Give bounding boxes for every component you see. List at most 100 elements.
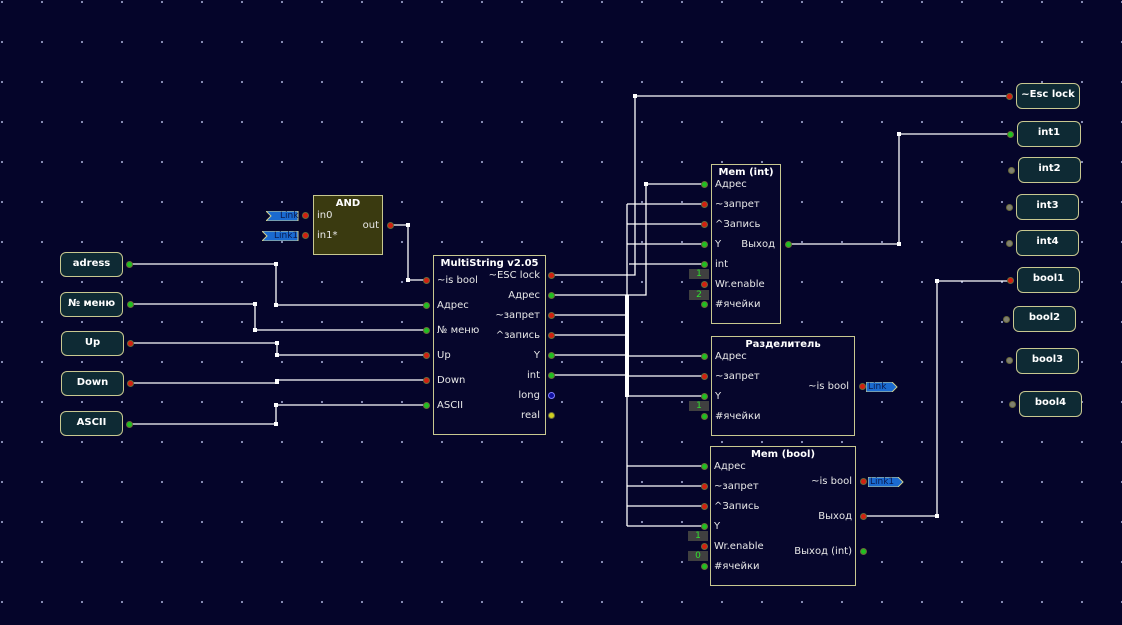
link-label: Link1 bbox=[274, 231, 299, 241]
wire bbox=[392, 224, 426, 281]
pin-terminal[interactable] bbox=[127, 380, 134, 387]
pin-memint-in[interactable] bbox=[701, 281, 708, 288]
pin-label: in1* bbox=[317, 230, 338, 241]
output-terminal-bool2[interactable]: bool2 bbox=[1013, 306, 1076, 332]
pin-terminal[interactable] bbox=[1007, 277, 1014, 284]
pin-memint-in[interactable] bbox=[701, 261, 708, 268]
pin-label: Wr.enable bbox=[714, 541, 764, 552]
pin-and-in1[interactable] bbox=[302, 232, 309, 239]
pin-memint-in[interactable] bbox=[701, 181, 708, 188]
pin-membool-in[interactable] bbox=[701, 543, 708, 550]
pin-splitter-out[interactable] bbox=[859, 383, 866, 390]
pin-terminal[interactable] bbox=[1003, 316, 1010, 323]
pin-ms-in-isbool[interactable] bbox=[423, 277, 430, 284]
pin-label: Адрес bbox=[437, 300, 469, 311]
pin-terminal[interactable] bbox=[1006, 204, 1013, 211]
pin-ms-out-zapret[interactable] bbox=[548, 312, 555, 319]
pin-ms-out-real[interactable] bbox=[548, 412, 555, 419]
wire bbox=[132, 303, 426, 331]
pin-membool-in[interactable] bbox=[701, 483, 708, 490]
pin-ms-out-zapis[interactable] bbox=[548, 332, 555, 339]
mem-bool-block[interactable]: Mem (bool) Адрес ~запрет ^Запись Y Wr.en… bbox=[710, 446, 856, 586]
and-block[interactable]: AND in0 in1* out bbox=[313, 195, 383, 255]
input-terminal-ascii[interactable]: ASCII bbox=[60, 411, 123, 436]
pin-terminal[interactable] bbox=[1006, 240, 1013, 247]
pin-terminal[interactable] bbox=[127, 340, 134, 347]
pin-membool-out-vyhod[interactable] bbox=[860, 513, 867, 520]
pin-ms-in-adres[interactable] bbox=[423, 302, 430, 309]
pin-label: Адрес bbox=[715, 351, 747, 362]
pin-and-out[interactable] bbox=[387, 222, 394, 229]
pin-label: Выход (int) bbox=[794, 546, 852, 557]
output-terminal-int1[interactable]: int1 bbox=[1017, 121, 1081, 147]
link-tag[interactable]: Link bbox=[866, 382, 898, 392]
pin-label: int bbox=[715, 259, 729, 270]
pin-terminal[interactable] bbox=[1006, 93, 1013, 100]
output-terminal-bool4[interactable]: bool4 bbox=[1019, 391, 1082, 417]
output-terminal-bool1[interactable]: bool1 bbox=[1017, 267, 1080, 293]
pin-ms-in-ascii[interactable] bbox=[423, 402, 430, 409]
pin-splitter-in[interactable] bbox=[701, 413, 708, 420]
pin-splitter-in[interactable] bbox=[701, 373, 708, 380]
pin-ms-out-long[interactable] bbox=[548, 392, 555, 399]
pin-splitter-in[interactable] bbox=[701, 393, 708, 400]
pin-membool-out-isbool[interactable] bbox=[860, 478, 867, 485]
pin-membool-in[interactable] bbox=[701, 463, 708, 470]
pin-terminal[interactable] bbox=[1008, 167, 1015, 174]
wire bbox=[864, 280, 1008, 517]
constant-value[interactable]: 1 bbox=[688, 531, 708, 541]
pin-label: Y bbox=[533, 350, 540, 361]
pin-label: ~ESC lock bbox=[488, 270, 540, 281]
mem-int-block[interactable]: Mem (int) Адрес ~запрет ^Запись Y int Wr… bbox=[711, 164, 781, 324]
pin-memint-in[interactable] bbox=[701, 201, 708, 208]
pin-terminal[interactable] bbox=[127, 301, 134, 308]
pin-memint-in[interactable] bbox=[701, 241, 708, 248]
output-terminal-int3[interactable]: int3 bbox=[1016, 194, 1079, 220]
pin-ms-out-y[interactable] bbox=[548, 352, 555, 359]
input-terminal-down[interactable]: Down bbox=[61, 371, 124, 396]
link-label: Link1 bbox=[870, 477, 895, 487]
constant-value[interactable]: 2 bbox=[689, 290, 709, 300]
pin-label: ~запрет bbox=[714, 481, 759, 492]
constant-value[interactable]: 1 bbox=[689, 269, 709, 279]
constant-value[interactable]: 0 bbox=[688, 551, 708, 561]
output-terminal-esc-lock[interactable]: ~Esc lock bbox=[1016, 83, 1080, 109]
pin-ms-out-esclock[interactable] bbox=[548, 272, 555, 279]
pin-memint-out[interactable] bbox=[785, 241, 792, 248]
splitter-block[interactable]: Разделитель Адрес ~запрет Y #ячейки ~is … bbox=[711, 336, 855, 436]
pin-label: Wr.enable bbox=[715, 279, 765, 290]
pin-terminal[interactable] bbox=[126, 261, 133, 268]
constant-value[interactable]: 1 bbox=[689, 401, 709, 411]
pin-ms-in-menu[interactable] bbox=[423, 327, 430, 334]
pin-terminal[interactable] bbox=[126, 421, 133, 428]
pin-and-in0[interactable] bbox=[302, 212, 309, 219]
output-terminal-bool3[interactable]: bool3 bbox=[1016, 348, 1079, 374]
pin-ms-out-adres[interactable] bbox=[548, 292, 555, 299]
pin-membool-in[interactable] bbox=[701, 563, 708, 570]
pin-memint-in[interactable] bbox=[701, 221, 708, 228]
pin-memint-in[interactable] bbox=[701, 301, 708, 308]
pin-terminal[interactable] bbox=[1007, 131, 1014, 138]
link-tag[interactable]: Link bbox=[266, 211, 300, 221]
pin-splitter-in[interactable] bbox=[701, 353, 708, 360]
pin-membool-out-int[interactable] bbox=[860, 548, 867, 555]
input-terminal-adress[interactable]: adress bbox=[60, 252, 123, 277]
link-tag[interactable]: Link1 bbox=[868, 477, 904, 487]
output-terminal-int2[interactable]: int2 bbox=[1018, 157, 1081, 183]
block-title: Mem (int) bbox=[718, 167, 774, 178]
pin-ms-in-up[interactable] bbox=[423, 352, 430, 359]
pin-terminal[interactable] bbox=[1009, 401, 1016, 408]
multistring-block[interactable]: MultiString v2.05 ~is bool Адрес № меню … bbox=[433, 255, 546, 435]
output-terminal-int4[interactable]: int4 bbox=[1016, 230, 1079, 256]
input-terminal-up[interactable]: Up bbox=[61, 331, 124, 356]
pin-ms-in-down[interactable] bbox=[423, 377, 430, 384]
input-terminal-menu[interactable]: № меню bbox=[60, 292, 123, 317]
pin-ms-out-int[interactable] bbox=[548, 372, 555, 379]
pin-membool-in[interactable] bbox=[701, 503, 708, 510]
pin-membool-in[interactable] bbox=[701, 523, 708, 530]
pin-label: ASCII bbox=[437, 400, 464, 411]
pin-terminal[interactable] bbox=[1006, 357, 1013, 364]
link-tag[interactable]: Link1 bbox=[262, 231, 300, 241]
